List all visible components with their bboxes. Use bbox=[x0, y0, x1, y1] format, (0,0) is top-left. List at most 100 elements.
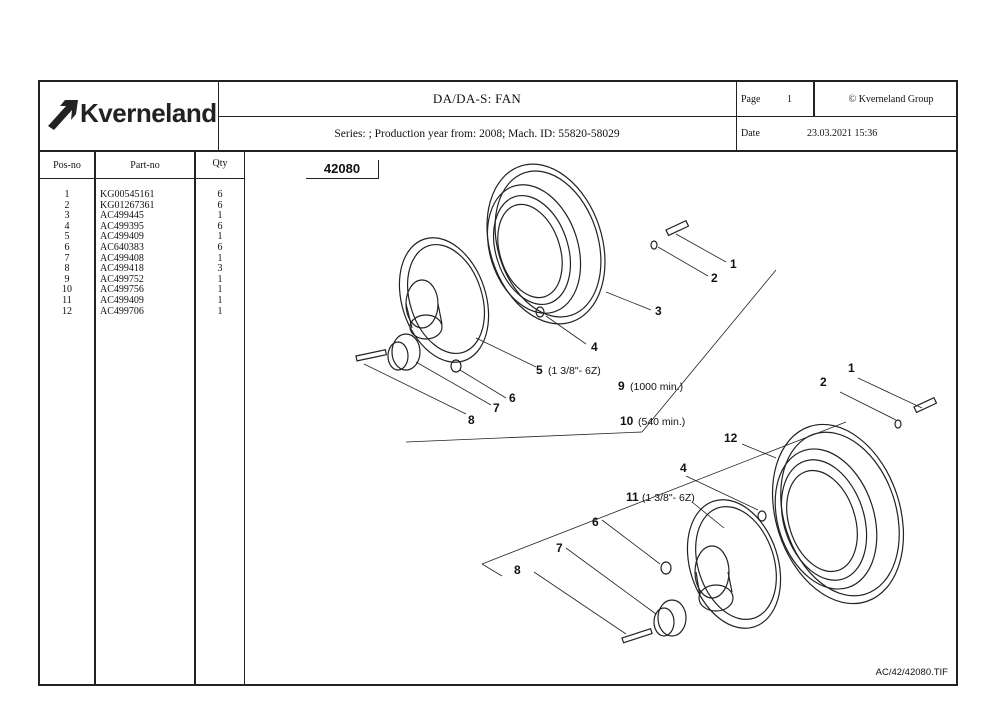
copyright-text: © Kverneland Group bbox=[848, 94, 934, 105]
callout-2-top: 2 bbox=[711, 271, 718, 285]
bolt-washer-top bbox=[650, 219, 690, 250]
table-row: 5 AC499409 1 bbox=[40, 232, 244, 243]
callout-10: 10 bbox=[620, 414, 634, 428]
file-reference: AC/42/42080.TIF bbox=[875, 667, 948, 678]
callout-11-note: (1 3/8"- 6Z) bbox=[642, 492, 695, 504]
callout-9: 9 bbox=[618, 379, 625, 393]
page-label: Page bbox=[741, 94, 761, 105]
callout-10-note: (540 min.) bbox=[638, 416, 685, 428]
part-number-cell: KG01267361 bbox=[100, 199, 155, 211]
meta-block: Page 1 © Kverneland Group Date 23.03.202… bbox=[736, 82, 957, 150]
pos-cell: 8 bbox=[64, 263, 70, 275]
page-number: 1 bbox=[787, 94, 792, 105]
table-row: 7 AC499408 1 bbox=[40, 252, 244, 265]
quantity-cell: 6 bbox=[217, 189, 223, 200]
pos-cell: 7 bbox=[64, 252, 70, 264]
pos-cell: 1 bbox=[64, 189, 70, 200]
date-label: Date bbox=[741, 128, 760, 139]
part-number-cell: KG00545161 bbox=[100, 189, 155, 200]
quantity-cell: 1 bbox=[217, 284, 223, 296]
table-row: 3 AC499445 1 bbox=[40, 211, 244, 222]
quantity-cell: 1 bbox=[217, 210, 223, 222]
callout-4-bottom: 4 bbox=[680, 461, 687, 475]
screw-top bbox=[355, 349, 388, 362]
brand-logo: Kverneland bbox=[40, 82, 219, 150]
quantity-cell: 6 bbox=[217, 199, 223, 211]
part-number-cell: AC499706 bbox=[100, 305, 144, 317]
bolt-washer-bottom bbox=[894, 396, 938, 429]
part-number-cell: AC499418 bbox=[100, 263, 144, 275]
part-number-cell: AC499395 bbox=[100, 220, 144, 232]
table-row: 1 KG00545161 6 bbox=[40, 189, 244, 201]
table-row: 8 AC499418 3 bbox=[40, 264, 244, 275]
column-header-part: Part-no bbox=[130, 160, 160, 171]
nut-top bbox=[535, 306, 545, 318]
fan-assembly-diagram: 1 2 3 4 5 (1 3/8"- 6Z) 6 7 8 9 (1000 min… bbox=[355, 163, 938, 644]
callout-11: 11 bbox=[626, 490, 639, 504]
callout-6-bottom: 6 bbox=[592, 515, 599, 529]
nut-6-top bbox=[450, 359, 462, 373]
callout-4-top: 4 bbox=[591, 340, 598, 354]
table-header: Pos-no Part-no Qty bbox=[40, 152, 244, 179]
quantity-cell: 1 bbox=[217, 231, 223, 243]
part-number-cell: AC499409 bbox=[100, 294, 144, 306]
kverneland-logo-icon bbox=[48, 100, 78, 130]
quantity-cell: 1 bbox=[217, 305, 223, 317]
quantity-cell: 6 bbox=[217, 220, 223, 232]
pulley-top bbox=[486, 163, 606, 325]
quantity-cell: 1 bbox=[217, 252, 223, 264]
callout-6-top: 6 bbox=[509, 391, 516, 405]
pos-cell: 4 bbox=[64, 220, 70, 232]
callout-7-top: 7 bbox=[493, 401, 500, 415]
document-title: DA/DA-S: FAN bbox=[218, 82, 736, 117]
quantity-cell: 1 bbox=[217, 294, 223, 306]
series-info: Series: ; Production year from: 2008; Ma… bbox=[334, 127, 620, 140]
table-row: 12 AC499706 1 bbox=[40, 305, 244, 318]
pos-cell: 10 bbox=[62, 284, 72, 296]
pulley-bottom bbox=[771, 423, 905, 605]
part-number-cell: AC499752 bbox=[100, 273, 144, 285]
nut-bottom bbox=[757, 510, 767, 522]
parts-sheet: Kverneland DA/DA-S: FAN Series: ; Produc… bbox=[38, 80, 958, 686]
screw-bottom bbox=[621, 627, 653, 644]
table-row: 4 AC499395 6 bbox=[40, 220, 244, 233]
quantity-cell: 3 bbox=[217, 263, 223, 275]
flange-hub-bottom bbox=[686, 499, 782, 629]
column-header-pos: Pos-no bbox=[53, 160, 81, 171]
exploded-drawing: 42080 bbox=[246, 152, 956, 686]
sheet-header: Kverneland DA/DA-S: FAN Series: ; Produc… bbox=[40, 82, 957, 152]
flange-hub-top bbox=[398, 237, 490, 363]
pos-cell: 3 bbox=[64, 210, 70, 222]
pos-cell: 9 bbox=[64, 273, 70, 285]
callout-3-top: 3 bbox=[655, 304, 662, 318]
callout-5-top-note: (1 3/8"- 6Z) bbox=[548, 365, 601, 377]
drawing-number: 42080 bbox=[306, 160, 379, 179]
coupling-top bbox=[387, 333, 421, 371]
pos-cell: 5 bbox=[64, 231, 70, 243]
brand-name: Kverneland bbox=[80, 98, 217, 128]
part-number-cell: AC499408 bbox=[100, 252, 144, 264]
callout-7-bottom: 7 bbox=[556, 541, 563, 555]
quantity-cell: 6 bbox=[217, 241, 223, 253]
part-number-cell: AC499445 bbox=[100, 210, 144, 222]
coupling-bottom bbox=[653, 599, 687, 637]
callout-12: 12 bbox=[724, 431, 738, 445]
pos-cell: 12 bbox=[62, 305, 72, 317]
part-number-cell: AC499756 bbox=[100, 284, 144, 296]
part-number-cell: AC499409 bbox=[100, 231, 144, 243]
callout-8-bottom: 8 bbox=[514, 563, 521, 577]
callout-5-top: 5 bbox=[536, 363, 543, 377]
callout-1-top: 1 bbox=[730, 257, 737, 271]
callout-1-bottom: 1 bbox=[848, 361, 855, 375]
date-value: 23.03.2021 15:36 bbox=[807, 128, 878, 139]
callout-9-note: (1000 min.) bbox=[630, 381, 683, 393]
callout-2-bottom: 2 bbox=[820, 375, 827, 389]
column-header-qty: Qty bbox=[212, 158, 228, 169]
callout-8-top: 8 bbox=[468, 413, 475, 427]
quantity-cell: 1 bbox=[217, 273, 223, 285]
